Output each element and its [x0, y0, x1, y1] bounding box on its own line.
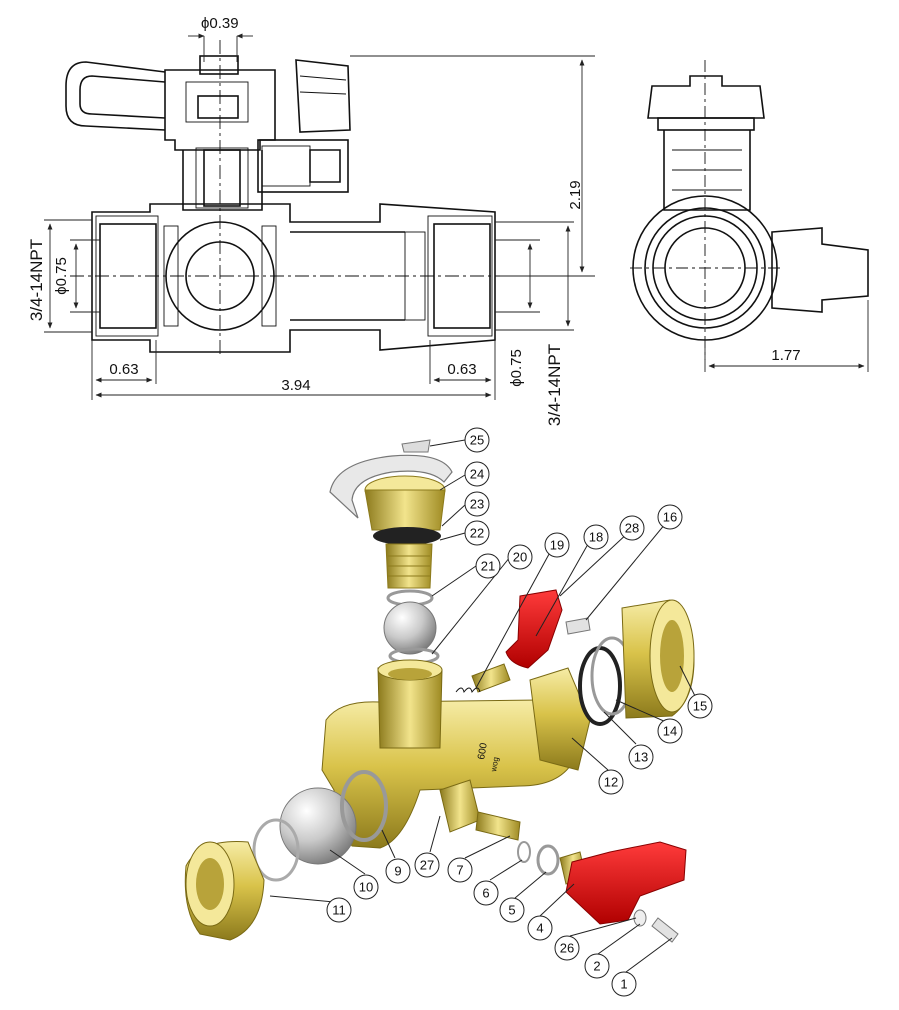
- side-drain-handle: [771, 227, 869, 313]
- svg-text:25: 25: [470, 433, 484, 448]
- callout-16: 16: [657, 504, 683, 530]
- stem-top: [199, 55, 239, 75]
- lock-shackle: [65, 61, 166, 131]
- svg-text:5: 5: [508, 903, 515, 918]
- callout-22: 22: [464, 520, 490, 546]
- svg-text:13: 13: [634, 750, 648, 765]
- tee-riser: [182, 150, 263, 211]
- callout-18: 18: [583, 524, 609, 550]
- callout-19: 19: [544, 532, 570, 558]
- part-red-handle-top: [505, 589, 563, 669]
- part-shackle: [329, 454, 453, 519]
- callout-4: 4: [527, 915, 553, 941]
- part-top-cap: [364, 489, 446, 531]
- svg-text:26: 26: [560, 941, 574, 956]
- dim-npt-left: 3/4-14NPT: [27, 239, 46, 321]
- svg-text:12: 12: [604, 775, 618, 790]
- front-dimensions: ϕ0.39 2.19 3/4-14NPT ϕ0.75 0.63 3.94 0.6…: [27, 15, 595, 426]
- callout-6: 6: [473, 880, 499, 906]
- callout-7: 7: [447, 857, 473, 883]
- callout-11: 11: [326, 897, 352, 923]
- svg-text:9: 9: [394, 864, 401, 879]
- svg-text:2: 2: [593, 959, 600, 974]
- body-marking-600: 600: [476, 742, 490, 761]
- callout-27: 27: [414, 852, 440, 878]
- dim-npt-right: 3/4-14NPT: [545, 344, 564, 426]
- callout-14: 14: [657, 718, 683, 744]
- callout-10: 10: [353, 874, 379, 900]
- svg-text:4: 4: [536, 921, 543, 936]
- svg-text:20: 20: [513, 550, 527, 565]
- callout-28: 28: [619, 515, 645, 541]
- callout-5: 5: [499, 897, 525, 923]
- callout-26: 26: [554, 935, 580, 961]
- callout-1: 1: [611, 971, 637, 997]
- callouts: 25 24 23 22 21 20 19 18 28 16 15 14 13 1…: [326, 427, 713, 997]
- callout-21: 21: [475, 553, 501, 579]
- callout-9: 9: [385, 858, 411, 884]
- svg-text:18: 18: [589, 530, 603, 545]
- svg-text:28: 28: [625, 521, 639, 536]
- side-handle-top: [647, 75, 765, 119]
- front-section-view: [65, 40, 560, 355]
- svg-text:11: 11: [332, 903, 346, 918]
- dim-overall: 3.94: [281, 377, 310, 394]
- body-marking-wog: wog: [489, 756, 501, 773]
- exploded-view: 600 wog: [184, 439, 695, 943]
- svg-text:23: 23: [470, 497, 484, 512]
- callout-23: 23: [464, 491, 490, 517]
- callout-12: 12: [598, 769, 624, 795]
- svg-text:14: 14: [663, 724, 677, 739]
- dim-right-end: 0.63: [447, 361, 476, 378]
- svg-text:27: 27: [420, 858, 434, 873]
- dim-side-width: 1.77: [771, 347, 800, 364]
- svg-text:6: 6: [482, 886, 489, 901]
- part-red-handle-bottom: [565, 841, 687, 925]
- part-union-nut: [529, 667, 591, 771]
- svg-text:7: 7: [456, 863, 463, 878]
- dim-dia-right: ϕ0.75: [508, 349, 525, 387]
- svg-text:21: 21: [481, 559, 495, 574]
- callout-24: 24: [464, 461, 490, 487]
- stem-cap: [164, 69, 276, 151]
- callout-13: 13: [628, 744, 654, 770]
- part-ball-top: [383, 601, 437, 655]
- callout-20: 20: [507, 544, 533, 570]
- svg-text:16: 16: [663, 510, 677, 525]
- callout-25: 25: [464, 427, 490, 453]
- svg-text:10: 10: [359, 880, 373, 895]
- dim-height: 2.19: [567, 180, 584, 209]
- svg-text:24: 24: [470, 467, 484, 482]
- callout-2: 2: [584, 953, 610, 979]
- drain-handle: [295, 59, 351, 133]
- svg-text:22: 22: [470, 526, 484, 541]
- dim-top-diameter: ϕ0.39: [201, 15, 239, 32]
- side-view: 1.77: [630, 60, 869, 372]
- svg-text:19: 19: [550, 538, 564, 553]
- callout-15: 15: [687, 693, 713, 719]
- dim-dia-left: ϕ0.75: [53, 257, 70, 295]
- svg-text:15: 15: [693, 699, 707, 714]
- dim-left-end: 0.63: [109, 361, 138, 378]
- svg-text:1: 1: [620, 977, 627, 992]
